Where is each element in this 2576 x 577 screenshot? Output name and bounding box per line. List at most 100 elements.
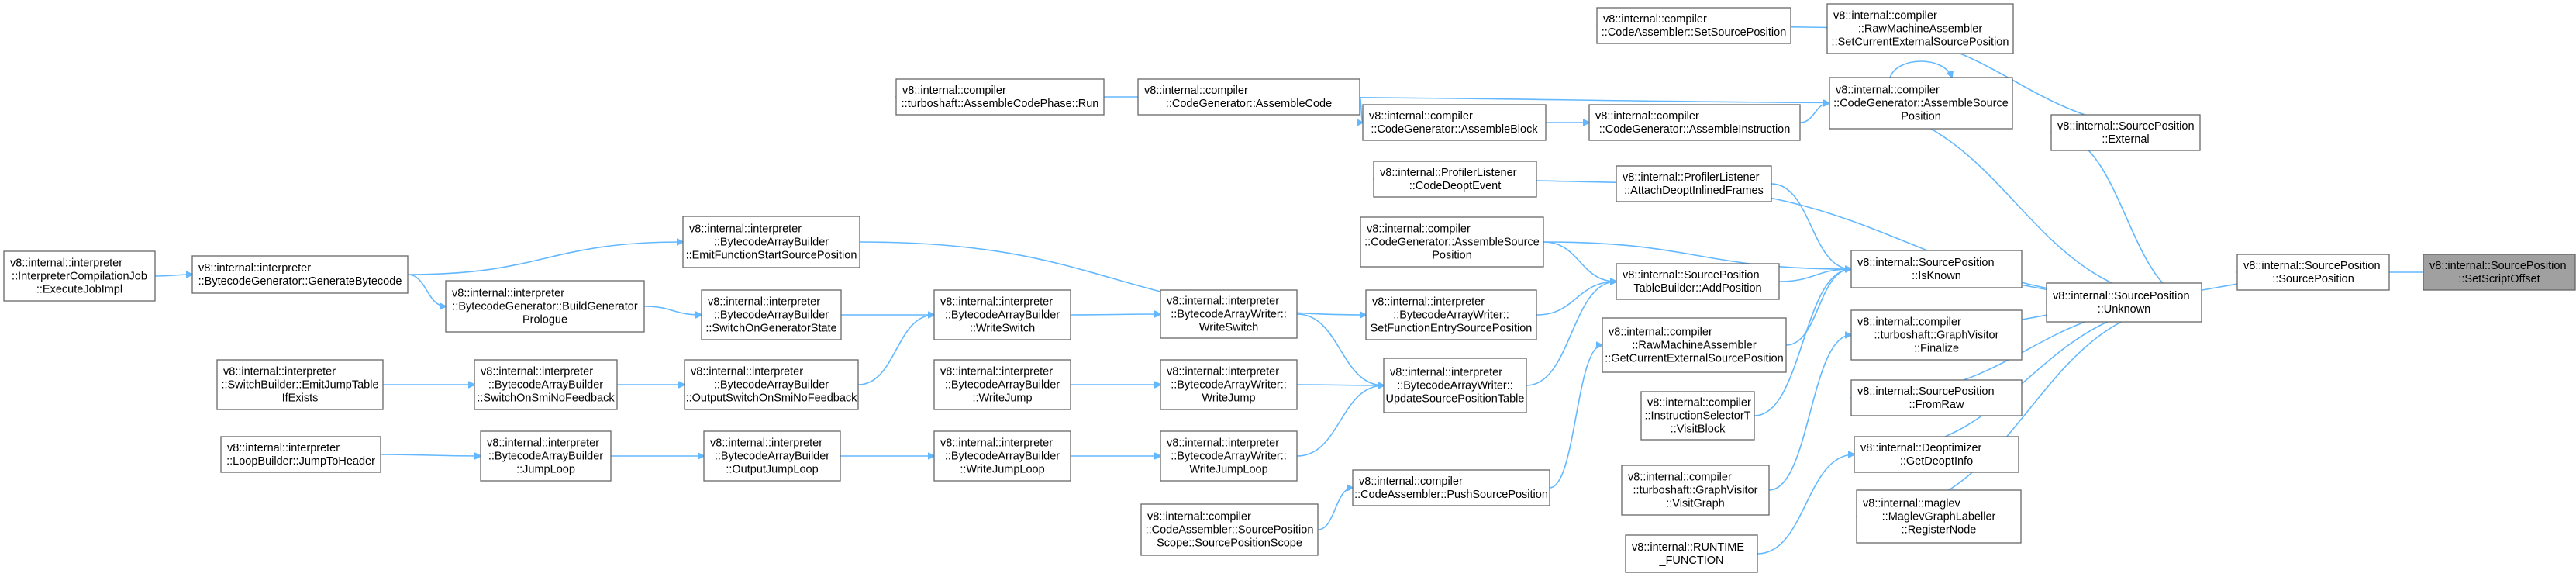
node-label-line: ::CodeGenerator::AssembleSource: [1833, 98, 2009, 110]
function-node[interactable]: v8::internal::maglev::MaglevGraphLabelle…: [1856, 489, 2022, 544]
function-node[interactable]: v8::internal::compiler::CodeGenerator::A…: [1588, 104, 1801, 141]
node-label-line: Position: [1901, 111, 1941, 123]
node-box: [1362, 104, 1547, 141]
node-label-line: ::AttachDeoptInlinedFrames: [1624, 185, 1764, 197]
function-node[interactable]: v8::internal::compiler::turboshaft::Grap…: [1850, 309, 2023, 361]
node-label-line: v8::internal::compiler: [1628, 472, 1732, 484]
function-node[interactable]: v8::internal::compiler::CodeAssembler::S…: [1140, 503, 1319, 556]
function-node[interactable]: v8::internal::interpreter::BytecodeArray…: [933, 289, 1071, 340]
node-label-line: v8::internal::interpreter: [940, 366, 1053, 378]
root-function-node[interactable]: v8::internal::SourcePosition::SetScriptO…: [2423, 254, 2576, 291]
call-edge: [857, 315, 934, 385]
node-label-line: v8::internal::SourcePosition: [2057, 120, 2195, 133]
function-node[interactable]: v8::internal::interpreter::BytecodeGener…: [191, 255, 409, 294]
node-label-line: ::VisitBlock: [1671, 423, 1726, 436]
node-label-line: v8::internal::interpreter: [689, 223, 802, 236]
function-node[interactable]: v8::internal::interpreter::InterpreterCo…: [3, 250, 156, 302]
node-box: [1588, 104, 1801, 141]
function-node[interactable]: v8::internal::compiler::RawMachineAssemb…: [1826, 3, 2014, 54]
node-box: [2423, 254, 2576, 291]
function-node[interactable]: v8::internal::interpreter::BytecodeArray…: [933, 359, 1071, 410]
node-label-line: v8::internal::interpreter: [1167, 437, 1279, 450]
node-label-line: v8::internal::compiler: [1367, 223, 1471, 236]
function-node[interactable]: v8::internal::interpreter::BytecodeArray…: [1365, 289, 1537, 340]
function-node[interactable]: v8::internal::interpreter::BytecodeGener…: [445, 280, 645, 333]
node-label-line: v8::internal::interpreter: [227, 442, 340, 454]
function-node[interactable]: v8::internal::interpreter::BytecodeArray…: [1160, 430, 1298, 482]
node-label-line: ::BytecodeArrayBuilder: [714, 309, 829, 322]
function-node[interactable]: v8::internal::RUNTIME_FUNCTION: [1625, 534, 1758, 573]
node-label-line: ::SourcePosition: [2272, 273, 2354, 285]
node-label-line: v8::internal::Deoptimizer: [1860, 442, 1982, 454]
node-box: [1616, 263, 1780, 300]
node-label-line: ::WriteJump: [972, 392, 1032, 405]
function-node[interactable]: v8::internal::ProfilerListener::CodeDeop…: [1373, 161, 1537, 198]
function-node[interactable]: v8::internal::interpreter::BytecodeArray…: [480, 430, 612, 482]
function-node[interactable]: v8::internal::interpreter::LoopBuilder::…: [220, 436, 381, 473]
function-node[interactable]: v8::internal::interpreter::BytecodeArray…: [1383, 358, 1527, 413]
node-label-line: Position: [1432, 250, 1472, 262]
call-edge: [2051, 133, 2202, 303]
node-label-line: ::BytecodeArrayWriter::: [1171, 451, 1287, 463]
function-node[interactable]: v8::internal::compiler::turboshaft::Asse…: [895, 78, 1105, 116]
node-box: [1160, 289, 1298, 339]
function-node[interactable]: v8::internal::interpreter::SwitchBuilder…: [216, 359, 384, 410]
node-label-line: v8::internal::compiler: [902, 85, 1006, 97]
function-node[interactable]: v8::internal::interpreter::BytecodeArray…: [684, 359, 859, 410]
node-label-line: ::RawMachineAssembler: [1858, 23, 1983, 36]
function-node[interactable]: v8::internal::interpreter::BytecodeArray…: [1160, 359, 1298, 410]
call-edge: [1070, 314, 1160, 315]
node-label-line: v8::internal::ProfilerListener: [1380, 167, 1517, 179]
call-edge: [1754, 269, 1851, 416]
node-box: [1352, 469, 1550, 506]
function-node[interactable]: v8::internal::compiler::CodeGenerator::A…: [1360, 216, 1544, 268]
function-node[interactable]: v8::internal::SourcePositionTableBuilder…: [1616, 263, 1780, 300]
node-label-line: ::turboshaft::GraphVisitor: [1633, 485, 1758, 497]
node-box: [1360, 216, 1544, 268]
function-node[interactable]: v8::internal::interpreter::BytecodeArray…: [933, 430, 1071, 482]
function-node[interactable]: v8::internal::interpreter::BytecodeArray…: [1160, 289, 1298, 339]
function-node[interactable]: v8::internal::interpreter::BytecodeArray…: [474, 359, 618, 410]
function-node[interactable]: v8::internal::compiler::InstructionSelec…: [1640, 391, 1755, 441]
node-label-line: v8::internal::interpreter: [10, 257, 122, 270]
node-box: [933, 289, 1071, 340]
function-node[interactable]: v8::internal::compiler::RawMachineAssemb…: [1602, 317, 1787, 373]
node-label-line: v8::internal::interpreter: [710, 437, 822, 450]
function-node[interactable]: v8::internal::interpreter::BytecodeArray…: [703, 430, 841, 482]
function-node[interactable]: v8::internal::compiler::CodeAssembler::P…: [1352, 469, 1550, 506]
function-node[interactable]: v8::internal::interpreter::BytecodeArray…: [682, 216, 860, 268]
function-node[interactable]: v8::internal::Deoptimizer::GetDeoptInfo: [1854, 436, 2019, 473]
node-box: [445, 280, 645, 333]
node-label-line: ::BytecodeArrayBuilder: [715, 451, 829, 463]
node-box: [1373, 161, 1537, 198]
graph-nodes: v8::internal::SourcePosition::SetScriptO…: [3, 3, 2576, 573]
function-node[interactable]: v8::internal::SourcePosition::SourcePosi…: [2236, 254, 2390, 291]
node-label-line: ::JumpLoop: [516, 464, 575, 476]
node-label-line: v8::internal::compiler: [1147, 511, 1251, 523]
node-label-line: IfExists: [282, 392, 319, 405]
node-label-line: v8::internal::compiler: [1595, 110, 1699, 123]
function-node[interactable]: v8::internal::compiler::CodeGenerator::A…: [1829, 77, 2013, 130]
node-label-line: ::BytecodeArrayBuilder: [945, 309, 1060, 322]
node-label-line: ::IsKnown: [1912, 270, 1961, 282]
function-node[interactable]: v8::internal::compiler::turboshaft::Grap…: [1621, 465, 1770, 516]
node-label-line: ::CodeAssembler::PushSourcePosition: [1354, 489, 1548, 501]
function-node[interactable]: v8::internal::SourcePosition::IsKnown: [1850, 250, 2023, 288]
node-box: [1854, 436, 2019, 473]
function-node[interactable]: v8::internal::compiler::CodeAssembler::S…: [1596, 7, 1791, 44]
function-node[interactable]: v8::internal::compiler::CodeGenerator::A…: [1137, 78, 1360, 116]
function-node[interactable]: v8::internal::SourcePosition::FromRaw: [1850, 379, 2023, 416]
node-label-line: WriteSwitch: [1199, 322, 1258, 334]
node-label-line: ::BytecodeArrayBuilder: [714, 237, 829, 249]
function-node[interactable]: v8::internal::SourcePosition::Unknown: [2046, 282, 2202, 323]
node-label-line: v8::internal::SourcePosition: [1857, 257, 1995, 269]
call-edge: [407, 274, 446, 306]
call-edge: [1296, 385, 1384, 457]
function-node[interactable]: v8::internal::ProfilerListener::AttachDe…: [1616, 165, 1772, 202]
node-label-line: v8::internal::SourcePosition: [1623, 269, 1760, 282]
function-node[interactable]: v8::internal::interpreter::BytecodeArray…: [701, 289, 842, 340]
node-label-line: ::CodeAssembler::SourcePosition: [1146, 524, 1314, 537]
function-node[interactable]: v8::internal::compiler::CodeGenerator::A…: [1362, 104, 1547, 141]
node-box: [1596, 7, 1791, 44]
function-node[interactable]: v8::internal::SourcePosition::External: [2050, 114, 2201, 151]
